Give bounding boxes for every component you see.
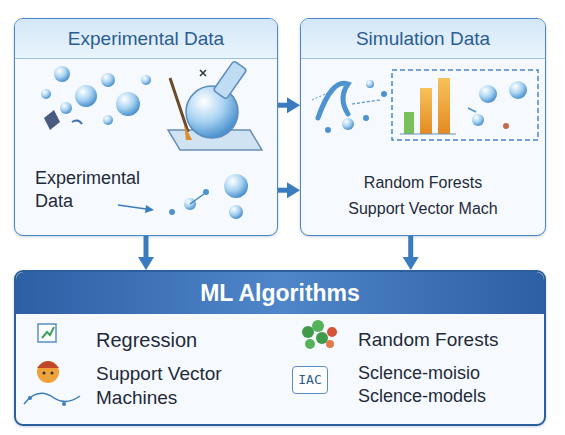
arrow-shaft: [408, 236, 413, 260]
arrow-head: [403, 257, 419, 270]
box-heading: Experimental Data: [68, 28, 224, 50]
arrow-head: [287, 97, 300, 113]
group-box: Experimental DataExperimental Data: [14, 18, 278, 236]
box-text: Random Forests: [358, 328, 538, 352]
header-band: ML Algorithms: [16, 272, 544, 314]
arrow-shaft: [278, 188, 290, 193]
box-heading: ML Algorithms: [200, 280, 360, 307]
arrow-shaft: [278, 103, 290, 108]
arrow-head: [138, 257, 154, 270]
flow-arrow: [138, 236, 154, 270]
header-band: Experimental Data: [15, 19, 277, 59]
flow-arrow: [403, 236, 419, 270]
arrow-shaft: [144, 236, 149, 260]
group-box: ML AlgorithmsRegressionSupport Vector Ma…: [14, 270, 546, 426]
header-band: Simulation Data: [301, 19, 545, 59]
box-text: Sclence-moisio Sclence-models: [358, 362, 508, 407]
box-text: Support Vector Machines: [96, 362, 246, 410]
flow-arrow: [278, 97, 300, 113]
flow-arrow: [278, 182, 300, 198]
box-heading: Simulation Data: [356, 28, 490, 50]
box-text: Support Vector Mach: [311, 199, 535, 219]
arrow-head: [287, 182, 300, 198]
box-text: Regression: [96, 328, 276, 353]
group-box: Simulation DataRandom ForestsSupport Vec…: [300, 18, 546, 236]
box-text: Random Forests: [311, 173, 535, 193]
icon-label: IAC: [292, 366, 328, 394]
box-text: Experimental Data: [35, 167, 153, 212]
